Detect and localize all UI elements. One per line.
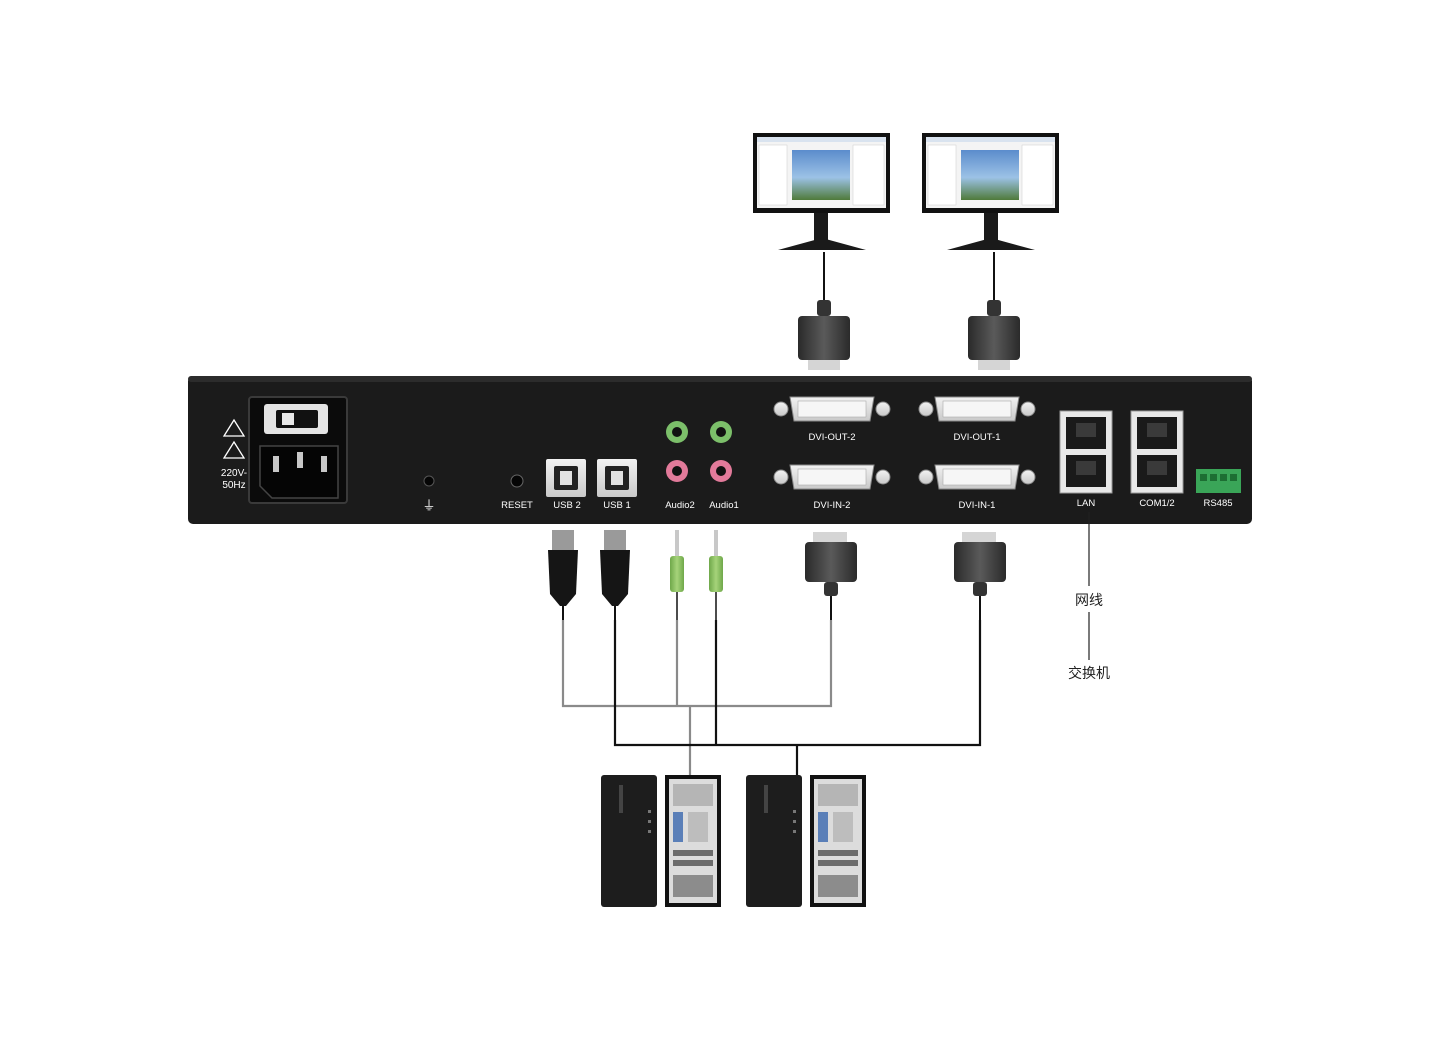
usb1-label: USB 1 bbox=[603, 500, 630, 511]
dvi-out-2-label: DVI-OUT-2 bbox=[809, 432, 856, 443]
lan-label: LAN bbox=[1077, 498, 1096, 509]
power-inlet bbox=[248, 396, 348, 504]
dvi-in-1-port bbox=[918, 464, 1036, 490]
audio2-label: Audio2 bbox=[665, 500, 695, 511]
audio-cable-1 bbox=[709, 530, 723, 620]
power-rating-line-1: 220V- bbox=[221, 468, 247, 479]
dvi-out-cable-2 bbox=[798, 252, 850, 370]
dvi-out-2-port bbox=[773, 396, 891, 422]
usb-cable-2 bbox=[548, 530, 578, 620]
network-cable-label: 网线 bbox=[1075, 593, 1103, 609]
com-label: COM1/2 bbox=[1139, 498, 1174, 509]
audio1-jacks bbox=[710, 421, 732, 482]
dvi-in-1-label: DVI-IN-1 bbox=[959, 500, 996, 511]
ground-icon: ⏚ bbox=[422, 499, 435, 514]
rs485-terminal bbox=[1196, 469, 1241, 493]
usb2-label: USB 2 bbox=[553, 500, 580, 511]
dvi-out-1-port bbox=[918, 396, 1036, 422]
com-port bbox=[1130, 410, 1184, 494]
usb2-port bbox=[546, 459, 586, 497]
monitor-2 bbox=[753, 133, 890, 250]
audio1-label: Audio1 bbox=[709, 500, 739, 511]
reset-button bbox=[510, 474, 524, 488]
warning-icon bbox=[222, 418, 246, 459]
usb-cable-1 bbox=[600, 530, 630, 620]
power-rating-line-2: 50Hz bbox=[222, 480, 245, 491]
pc1-wiring bbox=[613, 620, 982, 778]
audio-cable-2 bbox=[670, 530, 684, 620]
dvi-out-1-label: DVI-OUT-1 bbox=[954, 432, 1001, 443]
dvi-in-2-port bbox=[773, 464, 891, 490]
audio2-jacks bbox=[666, 421, 688, 482]
pc-1 bbox=[746, 775, 866, 907]
usb1-port bbox=[597, 459, 637, 497]
dvi-in-cable-1 bbox=[954, 532, 1006, 620]
monitor-1 bbox=[922, 133, 1059, 250]
rs485-label: RS485 bbox=[1203, 498, 1232, 509]
dvi-in-2-label: DVI-IN-2 bbox=[814, 500, 851, 511]
dvi-out-cable-1 bbox=[968, 252, 1020, 370]
ground-screw bbox=[423, 475, 435, 487]
pc2-wiring bbox=[561, 620, 833, 778]
reset-label: RESET bbox=[501, 500, 533, 511]
dvi-in-cable-2 bbox=[805, 532, 857, 620]
pc-2 bbox=[601, 775, 721, 907]
lan-port bbox=[1059, 410, 1113, 494]
switch-label: 交换机 bbox=[1068, 665, 1110, 682]
